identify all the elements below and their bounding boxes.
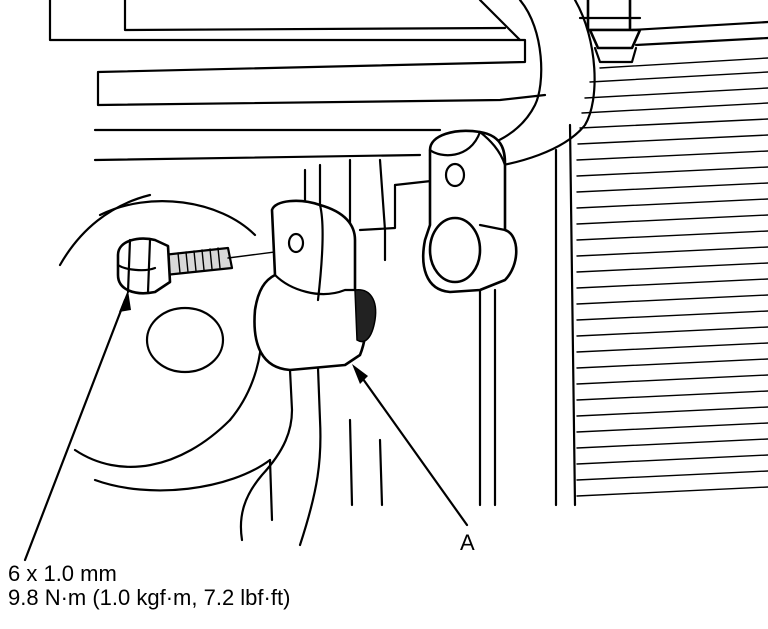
flange-bolt <box>116 237 234 295</box>
leader-arrows <box>23 290 469 562</box>
condenser-core <box>554 20 768 507</box>
bolt-spec: 6 x 1.0 mm 9.8 N·m (1.0 kgf·m, 7.2 lbf·f… <box>8 562 290 610</box>
bolt-torque-text: 9.8 N·m (1.0 kgf·m, 7.2 lbf·ft) <box>8 585 291 610</box>
part-label-a: A <box>460 530 475 555</box>
bolt-size-text: 6 x 1.0 mm <box>8 561 117 586</box>
fan-shroud <box>58 193 274 522</box>
reservoir-cap <box>578 0 642 64</box>
mounting-bracket <box>421 129 518 294</box>
upper-panel <box>48 0 547 162</box>
pressure-sensor <box>239 199 377 547</box>
